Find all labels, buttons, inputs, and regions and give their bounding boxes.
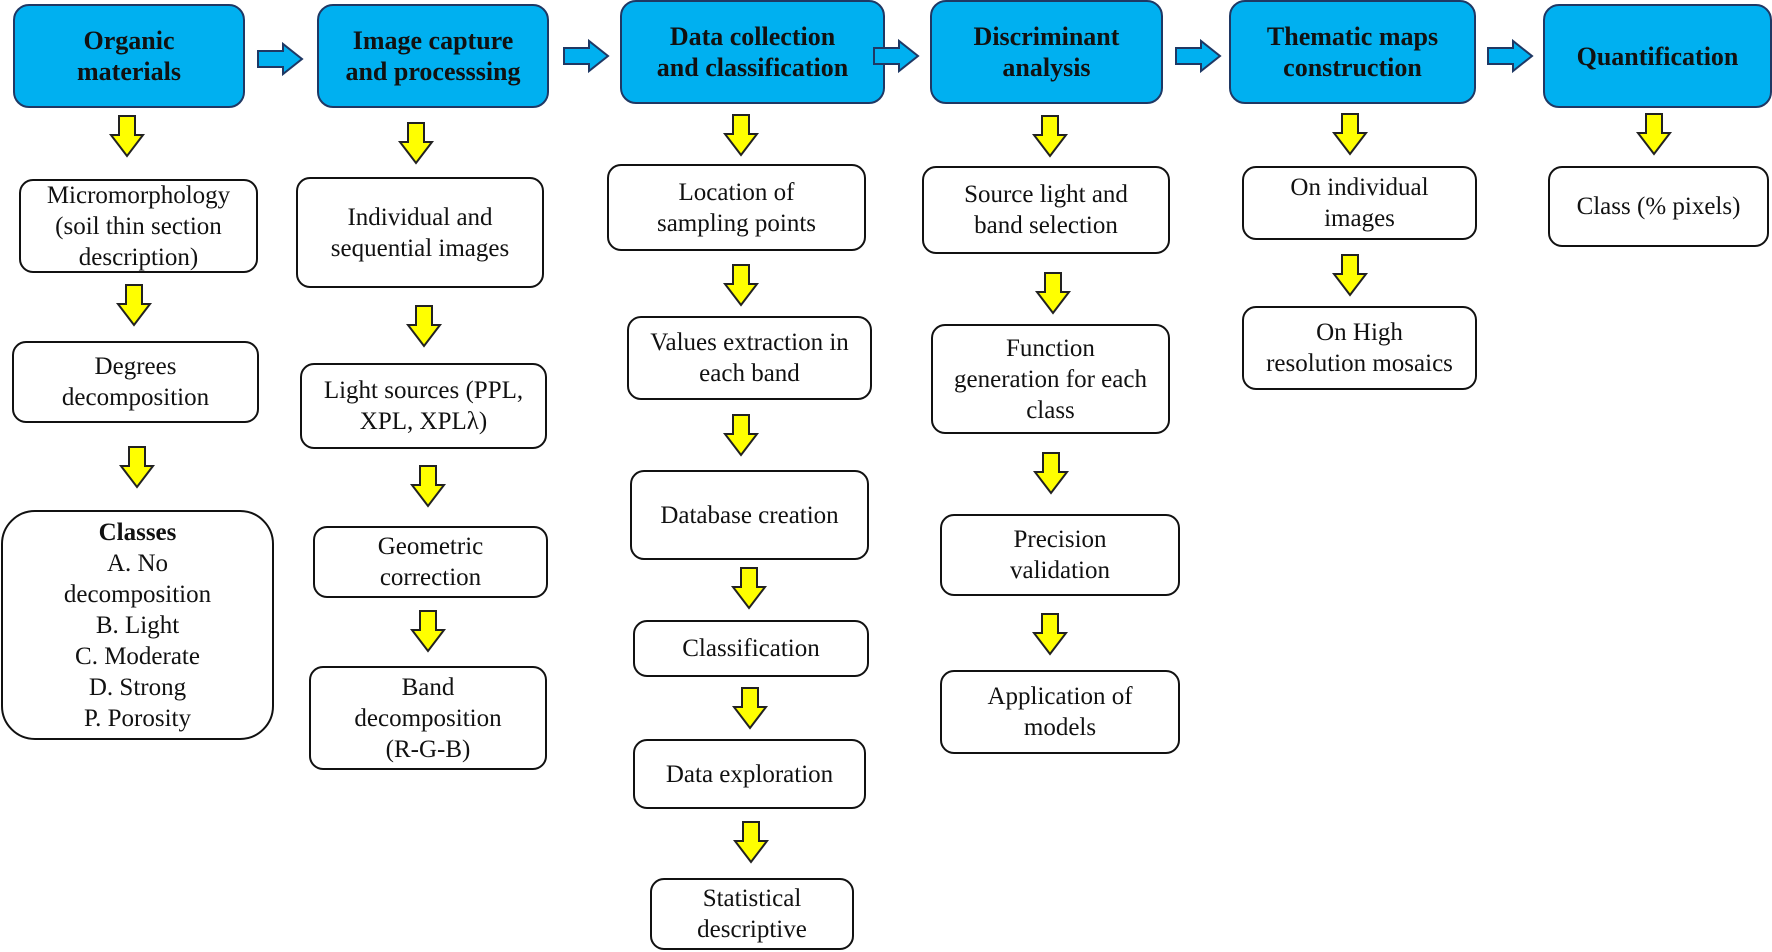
right-arrow-icon [257,41,304,77]
step-micromorphology: Micromorphology (soil thin section descr… [19,179,258,273]
class-item: decomposition [63,580,212,608]
down-arrow-icon [1635,113,1673,156]
step-on-individual-images: On individual images [1242,166,1477,240]
step-light-sources: Light sources (PPL, XPL, XPLλ) [300,363,547,449]
step-statistical-descriptive: Statistical descriptive [650,878,854,950]
class-item: C. Moderate [75,642,200,670]
right-arrow-icon [873,38,920,74]
right-arrow-icon [563,38,610,74]
down-arrow-icon [1331,254,1369,297]
header-thematic-maps: Thematic maps construction [1229,0,1476,104]
class-item: B. Light [95,611,180,639]
down-arrow-icon [732,821,770,864]
down-arrow-icon [118,446,156,489]
down-arrow-icon [108,115,146,158]
header-data-collection: Data collection and classification [620,0,885,104]
class-item: D. Strong [88,673,187,701]
step-band-decomposition: Band decomposition (R-G-B) [309,666,547,770]
down-arrow-icon [409,465,447,508]
down-arrow-icon [1034,272,1072,315]
down-arrow-icon [722,414,760,457]
right-arrow-icon [1175,38,1222,74]
down-arrow-icon [731,687,769,730]
step-database-creation: Database creation [630,470,869,560]
classes-box: Classes A. No decomposition B. Light C. … [1,510,274,740]
down-arrow-icon [409,610,447,653]
down-arrow-icon [1031,115,1069,158]
down-arrow-icon [722,114,760,157]
classes-title: Classes [98,518,177,546]
step-values-extraction: Values extraction in each band [627,316,872,400]
step-location-sampling-points: Location of sampling points [607,164,866,251]
down-arrow-icon [1031,613,1069,656]
class-item: A. No [106,549,169,577]
header-image-capture: Image capture and processsing [317,4,549,108]
header-quantification: Quantification [1543,4,1772,108]
step-classification: Classification [633,620,869,677]
class-item: P. Porosity [84,704,191,732]
down-arrow-icon [115,284,153,327]
down-arrow-icon [405,305,443,348]
step-class-percent-pixels: Class (% pixels) [1548,166,1769,247]
step-data-exploration: Data exploration [633,739,866,809]
down-arrow-icon [1331,113,1369,156]
step-source-light-band-selection: Source light and band selection [922,166,1170,254]
step-high-resolution-mosaics: On High resolution mosaics [1242,306,1477,390]
step-geometric-correction: Geometric correction [313,526,548,598]
header-discriminant-analysis: Discriminant analysis [930,0,1163,104]
step-function-generation: Function generation for each class [931,324,1170,434]
down-arrow-icon [722,264,760,307]
header-organic-materials: Organic materials [13,4,245,108]
step-application-of-models: Application of models [940,670,1180,754]
down-arrow-icon [397,122,435,165]
right-arrow-icon [1487,38,1534,74]
step-precision-validation: Precision validation [940,514,1180,596]
down-arrow-icon [1032,452,1070,495]
down-arrow-icon [730,567,768,610]
step-individual-sequential-images: Individual and sequential images [296,177,544,288]
step-degrees-decomposition: Degrees decomposition [12,341,259,423]
